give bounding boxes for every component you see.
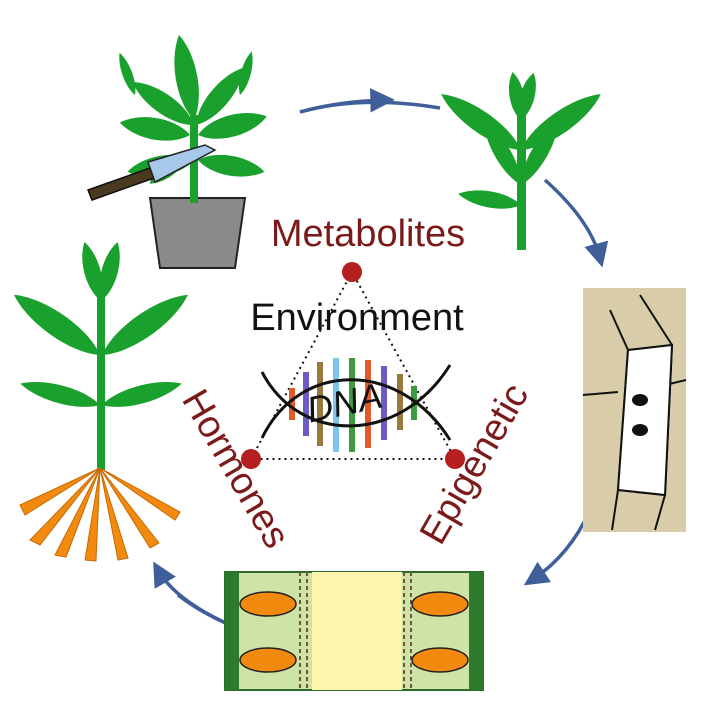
metabolites-label: Metabolites	[271, 213, 465, 255]
arrow-right-lower	[523, 509, 592, 586]
cycle-arrows	[153, 88, 609, 627]
knife-icon	[87, 144, 217, 201]
arrow-bottom-left	[153, 561, 231, 627]
cut-plant-in-pot-icon	[87, 33, 270, 269]
epigenetic-label: Epigenetic	[412, 377, 537, 552]
tissue-section-icon	[224, 571, 484, 691]
node-metabolites	[342, 262, 362, 282]
arrow-top-head	[299, 88, 395, 114]
center-network	[241, 262, 465, 469]
rooted-plant-icon	[7, 239, 195, 562]
network-triangle	[249, 269, 457, 460]
dna-helix-icon: DNA	[260, 358, 452, 452]
cell-division-icon	[582, 288, 687, 532]
hormones-label: Hormones	[173, 383, 297, 556]
node-hormones	[241, 449, 261, 469]
roots	[19, 467, 181, 562]
cutting-icon	[434, 70, 608, 250]
arrow-right-upper	[543, 178, 609, 268]
pot	[148, 197, 247, 269]
environment-label: Environment	[250, 297, 464, 339]
node-epigenetic	[445, 449, 465, 469]
